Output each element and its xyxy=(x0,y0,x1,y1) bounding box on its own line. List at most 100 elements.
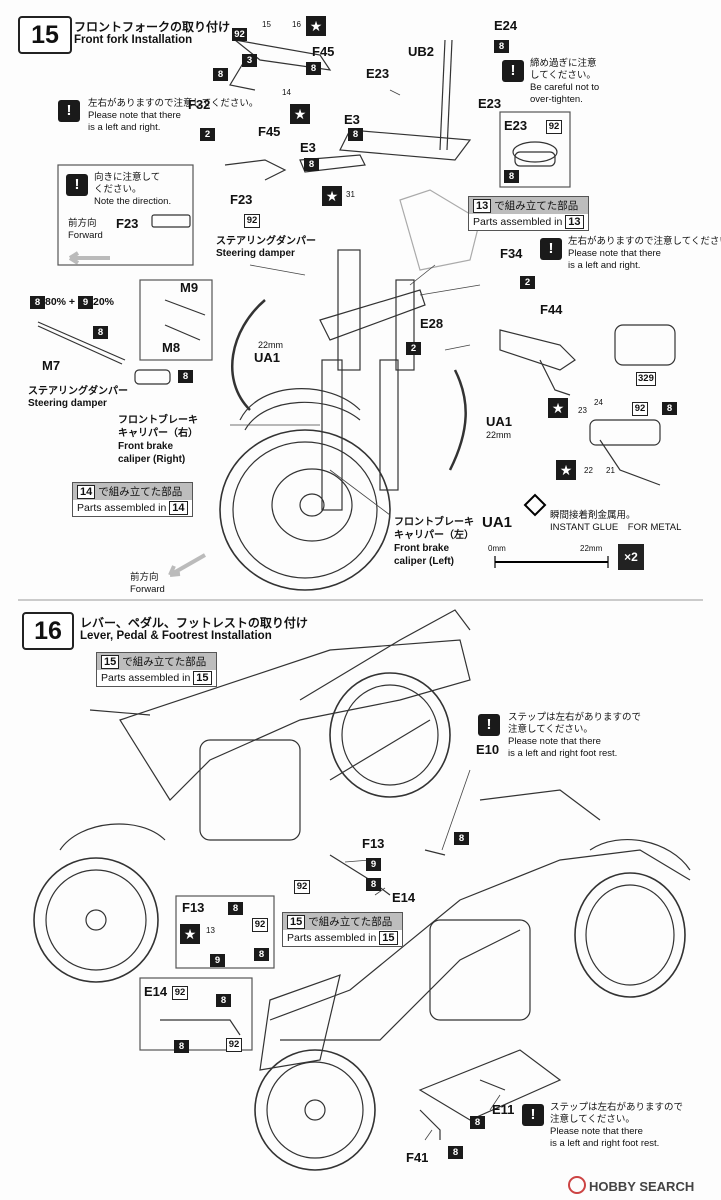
part-num: 8 xyxy=(494,40,509,53)
part-num: 92 xyxy=(226,1038,242,1052)
part-num: 92 xyxy=(252,918,268,932)
part-num: 23 xyxy=(578,406,587,415)
part-num: 15 xyxy=(262,20,271,29)
warning-icon: ! xyxy=(540,238,562,260)
watermark: HOBBY SEARCH xyxy=(568,1176,694,1194)
part-e3-b: E3 xyxy=(300,140,316,155)
part-num: 3 xyxy=(242,54,257,67)
step16-title-jp: レバー、ペダル、フットレストの取り付け xyxy=(80,616,308,630)
part-e10: E10 xyxy=(476,742,500,757)
warning-icon: ! xyxy=(478,714,500,736)
part-num: 8 xyxy=(306,62,321,75)
star-icon: ★ xyxy=(290,104,310,124)
part-e3-a: E3 xyxy=(344,112,360,127)
part-f44: F44 xyxy=(540,302,563,317)
star-icon: ★ xyxy=(322,186,342,206)
part-ub2: UB2 xyxy=(408,44,435,59)
part-num: 24 xyxy=(594,398,603,407)
scale-0: 0mm xyxy=(488,544,506,553)
part-e23-b: E23 xyxy=(478,96,502,111)
note-direction: 向きに注意して ください。 Note the direction. xyxy=(94,172,172,207)
part-num: 16 xyxy=(292,20,301,29)
part-num: 9 xyxy=(366,858,381,871)
note-footrest-1: ステップは左右がありますので 注意してください。 Please note tha… xyxy=(508,712,642,759)
part-e14: E14 xyxy=(392,890,416,905)
part-e14-box: E14 xyxy=(144,984,168,999)
part-f45-top: F45 xyxy=(312,44,335,59)
scale-22: 22mm xyxy=(580,544,603,553)
part-num: 329 xyxy=(636,372,656,386)
part-m8: M8 xyxy=(162,340,181,355)
part-num: 92 xyxy=(632,402,648,416)
step15-title-en: Front fork Installation xyxy=(74,34,193,46)
part-num: 92 xyxy=(172,986,188,1000)
part-e23-a: E23 xyxy=(366,66,390,81)
glue-note: 瞬間接着剤金属用。 INSTANT GLUE FOR METAL xyxy=(550,510,682,533)
part-m7: M7 xyxy=(42,358,61,373)
label-steering-damper-top: ステアリングダンパー Steering damper xyxy=(216,236,316,259)
ua1-length-right: 22mm xyxy=(486,430,512,440)
step-number-16: 16 xyxy=(22,612,74,650)
part-ua1-glue: UA1 xyxy=(482,514,513,531)
part-num: 8 xyxy=(348,128,363,141)
part-e23-box: E23 xyxy=(504,118,528,133)
note-left-right-2: 左右がありますので注意してください。 Please note that ther… xyxy=(568,236,721,271)
part-num: 8 xyxy=(213,68,228,81)
part-num: 92 xyxy=(244,214,260,228)
label-steering-damper: ステアリングダンパー Steering damper xyxy=(28,386,128,409)
part-num: 8 xyxy=(448,1146,463,1159)
part-f32: F32 xyxy=(188,97,211,112)
part-f13-box: F13 xyxy=(182,900,205,915)
star-icon: ★ xyxy=(180,924,200,944)
warning-icon: ! xyxy=(522,1104,544,1126)
part-ua1-right: UA1 xyxy=(486,414,513,429)
part-num: 22 xyxy=(584,466,593,475)
part-num: 21 xyxy=(606,466,615,475)
part-num: 92 xyxy=(546,120,562,134)
step15-title-jp: フロントフォークの取り付け xyxy=(74,20,231,34)
ua1-length-left: 22mm xyxy=(258,340,284,350)
part-num: 92 xyxy=(232,28,247,41)
part-f41: F41 xyxy=(406,1150,429,1165)
times-two-badge: ×2 xyxy=(618,544,644,570)
part-num: 8 xyxy=(174,1040,189,1053)
part-num: 8 xyxy=(93,326,108,339)
part-num: 8 xyxy=(254,948,269,961)
part-f23-box: F23 xyxy=(116,216,139,231)
star-icon: ★ xyxy=(306,16,326,36)
part-num: 8 xyxy=(662,402,677,415)
part-num: 8 xyxy=(504,170,519,183)
step-number-15: 15 xyxy=(18,16,72,54)
part-num: 31 xyxy=(346,190,355,199)
part-e11: E11 xyxy=(492,1102,515,1117)
forward-label-2: 前方向 Forward xyxy=(130,572,165,595)
part-m9: M9 xyxy=(180,280,199,295)
step16-title-en: Lever, Pedal & Footrest Installation xyxy=(80,630,272,642)
star-icon: ★ xyxy=(556,460,576,480)
warning-icon: ! xyxy=(502,60,524,82)
warning-icon: ! xyxy=(58,100,80,122)
part-num: 8 xyxy=(178,370,193,383)
part-num: 2 xyxy=(520,276,535,289)
part-f23: F23 xyxy=(230,192,253,207)
part-num: 13 xyxy=(206,926,215,935)
watermark-logo-icon xyxy=(568,1176,586,1194)
forward-label: 前方向 Forward xyxy=(68,218,103,241)
part-num: 92 xyxy=(294,880,310,894)
part-num: 8 xyxy=(470,1116,485,1129)
part-e28: E28 xyxy=(420,316,444,331)
note-left-right-1: 左右がありますので注意してください。 Please note that ther… xyxy=(88,98,259,133)
note-footrest-2: ステップは左右がありますので 注意してください。 Please note tha… xyxy=(550,1102,684,1149)
part-ua1-left: UA1 xyxy=(254,350,281,365)
part-num: 2 xyxy=(406,342,421,355)
part-f13: F13 xyxy=(362,836,385,851)
part-num: 8 xyxy=(366,878,381,891)
part-num: 9 xyxy=(210,954,225,967)
part-num: 8 xyxy=(228,902,243,915)
